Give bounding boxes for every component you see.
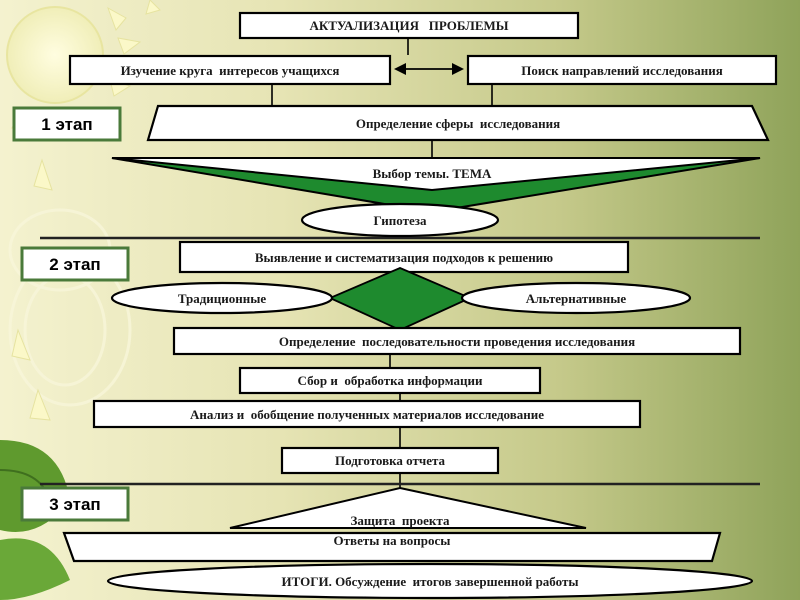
header-title: АКТУАЛИЗАЦИЯ ПРОБЛЕМЫ [309, 18, 508, 33]
sequence-box: Определение последовательности проведени… [172, 326, 742, 356]
sequence-label: Определение последовательности проведени… [279, 334, 635, 349]
approaches-box: Выявление и систематизация подходов к ре… [178, 240, 630, 274]
alternative-ellipse: Альтернативные [460, 281, 692, 315]
stage-1-badge: 1 этап [12, 106, 122, 142]
collection-label: Сбор и обработка информации [298, 373, 483, 388]
stage-1-label: 1 этап [41, 115, 92, 134]
answers-label: Ответы на вопросы [334, 533, 451, 548]
traditional-ellipse: Традиционные [110, 281, 334, 315]
define-scope-box: Определение сферы исследования [146, 104, 770, 142]
approaches-label: Выявление и систематизация подходов к ре… [255, 250, 553, 265]
alternative-label: Альтернативные [526, 291, 627, 306]
header-box: АКТУАЛИЗАЦИЯ ПРОБЛЕМЫ [238, 11, 580, 40]
stage-2-badge: 2 этап [20, 246, 130, 282]
topic-choice-funnel: Выбор темы. ТЕМА [111, 157, 761, 214]
traditional-label: Традиционные [178, 291, 267, 306]
double-arrow-icon [394, 63, 464, 75]
results-ellipse: ИТОГИ. Обсуждение итогов завершенной раб… [106, 562, 754, 600]
stage-3-badge: 3 этап [20, 486, 130, 522]
report-label: Подготовка отчета [335, 453, 446, 468]
analysis-box: Анализ и обобщение полученных материалов… [92, 399, 642, 429]
search-directions-box: Поиск направлений исследования [466, 54, 778, 86]
answers-box: Ответы на вопросы [62, 531, 722, 563]
define-scope-label: Определение сферы исследования [356, 116, 560, 131]
report-box: Подготовка отчета [280, 446, 500, 475]
collection-box: Сбор и обработка информации [238, 366, 542, 395]
defense-label: Защита проекта [351, 513, 450, 528]
study-interests-box: Изучение круга интересов учащихся [68, 54, 392, 86]
defense-triangle: Защита проекта [229, 486, 587, 529]
hypothesis-label: Гипотеза [374, 213, 427, 228]
results-label: ИТОГИ. Обсуждение итогов завершенной раб… [281, 574, 578, 589]
topic-choice-label: Выбор темы. ТЕМА [373, 166, 492, 181]
study-interests-label: Изучение круга интересов учащихся [121, 63, 340, 78]
stage-2-label: 2 этап [49, 255, 100, 274]
hypothesis-ellipse: Гипотеза [300, 202, 500, 238]
analysis-label: Анализ и обобщение полученных материалов… [190, 407, 544, 422]
stage-3-label: 3 этап [49, 495, 100, 514]
search-directions-label: Поиск направлений исследования [521, 63, 723, 78]
approaches-diamond [327, 267, 473, 331]
